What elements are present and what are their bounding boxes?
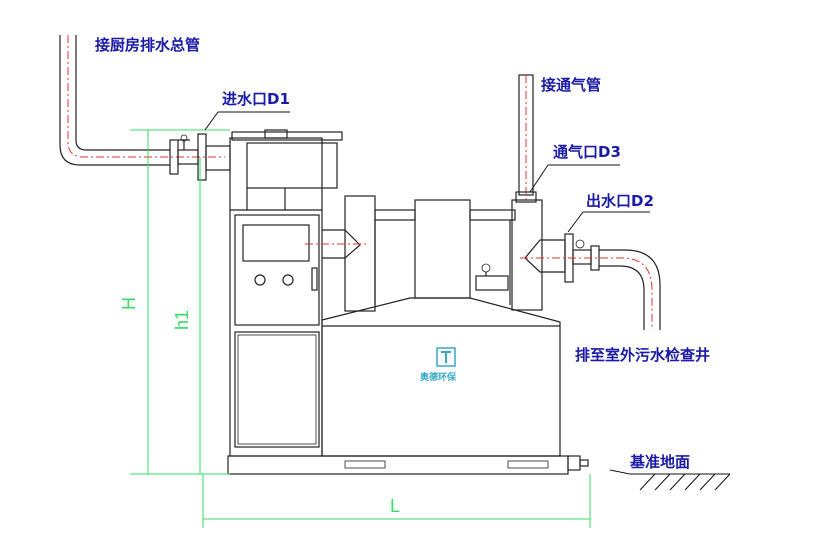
ground-line xyxy=(630,473,731,491)
leader-lines xyxy=(204,111,650,475)
label-kitchen-pipe: 接厨房排水总管 xyxy=(95,36,200,54)
label-vent-port: 通气口D3 xyxy=(553,143,621,161)
label-outlet: 出水口D2 xyxy=(586,192,654,210)
label-ground: 基准地面 xyxy=(629,453,690,471)
control-cabinet xyxy=(229,129,343,457)
label-vent-pipe: 接通气管 xyxy=(541,76,601,94)
brand-logo: 奥德环保 xyxy=(419,347,457,383)
logo-text: 奥德环保 xyxy=(419,371,457,383)
inlet-pipe xyxy=(59,35,231,181)
outlet-pipe xyxy=(520,233,661,330)
vent-pipe xyxy=(515,74,537,203)
dim-L: L xyxy=(390,496,400,516)
label-discharge: 排至室外污水检查井 xyxy=(575,346,710,364)
base-skid xyxy=(227,455,589,475)
dim-H: H xyxy=(119,297,139,310)
separation-tank xyxy=(305,195,561,457)
dim-h1: h1 xyxy=(172,310,192,330)
label-inlet: 进水口D1 xyxy=(222,90,290,108)
dimension-lines xyxy=(130,129,591,528)
